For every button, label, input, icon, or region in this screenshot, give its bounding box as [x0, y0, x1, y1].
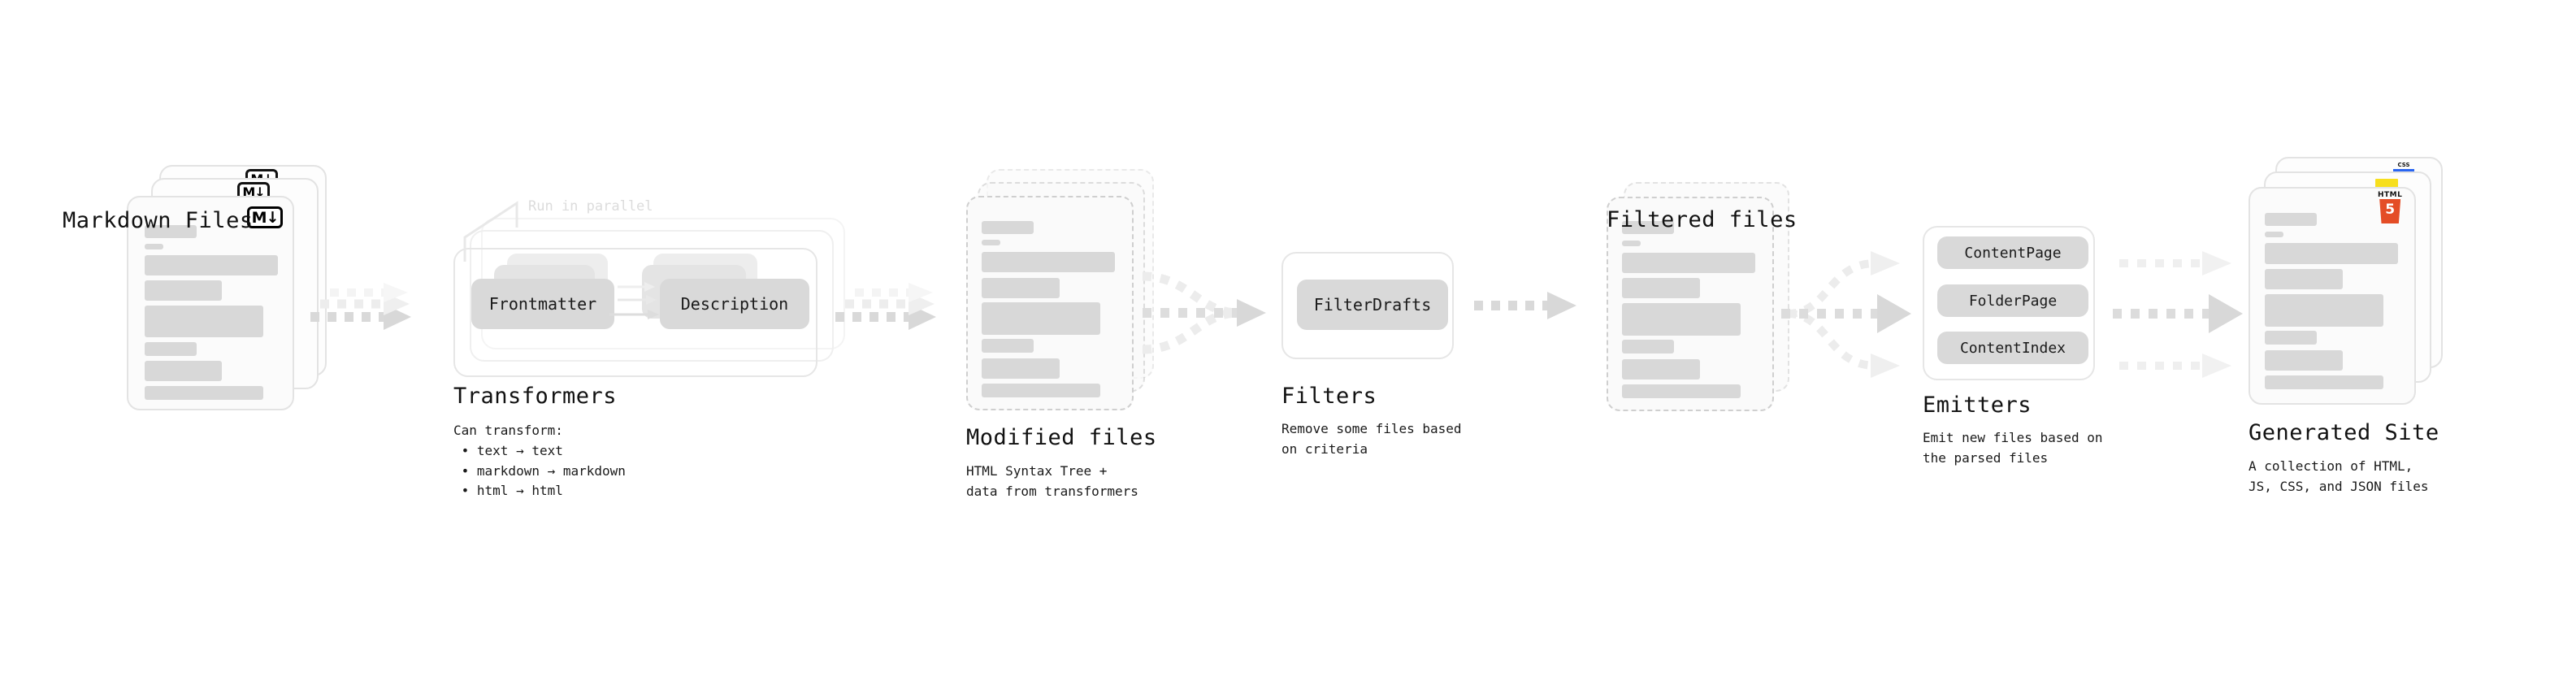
skeleton-bar [2265, 269, 2343, 289]
skeleton-bar [982, 221, 1034, 234]
stage-title-modified-files: Modified files [966, 425, 1157, 450]
skeleton-bar [1622, 359, 1700, 380]
arrow-filters-to-filtered [1474, 292, 1576, 319]
stage-subtitle-generated-site: A collection of HTML, JS, CSS, and JSON … [2249, 458, 2429, 494]
css3-badge: CSS [2393, 163, 2414, 172]
skeleton-bar [982, 358, 1060, 379]
skeleton-bar [145, 386, 263, 400]
stage-title-transformers: Transformers [453, 384, 618, 409]
skeleton-bar [1622, 253, 1755, 273]
skeleton-bar [982, 278, 1060, 298]
run-in-parallel-note: Run in parallel [528, 198, 653, 215]
skeleton-bar [982, 339, 1034, 353]
skeleton-bar [145, 361, 222, 381]
html5-label: HTML [2378, 191, 2403, 199]
chip-label: FolderPage [1968, 292, 2058, 310]
chip-label: Frontmatter [488, 294, 597, 314]
filters-panel [1281, 252, 1454, 359]
stage-subtitle-modified-files: HTML Syntax Tree + data from transformer… [966, 463, 1138, 499]
skeleton-bar [2265, 375, 2383, 389]
stage-title-filtered-files: Filtered files [1607, 207, 1798, 232]
skeleton-bar [2265, 294, 2383, 327]
stage-subtitle-filters: Remove some files based on criteria [1281, 421, 1462, 457]
skeleton-bar [1622, 340, 1674, 354]
transformers-panel-front [453, 248, 817, 377]
run-in-parallel-bracket [463, 201, 518, 262]
skeleton-bar [2265, 213, 2317, 226]
emitters-panel [1923, 226, 2095, 380]
skeleton-bar [2265, 331, 2317, 345]
skeleton-bar [145, 342, 197, 356]
stage-title-markdown-files: Markdown Files [63, 208, 254, 233]
skeleton-bar [145, 306, 263, 337]
arrow-markdown-to-transformers [310, 283, 411, 330]
arrow-emitters-to-site [2113, 251, 2243, 378]
stage-title-emitters: Emitters [1923, 393, 2032, 418]
emitters-chip-contentpage[interactable]: ContentPage [1937, 236, 2088, 269]
html5-shield: 5 [2379, 199, 2401, 223]
stage-subtitle-transformers: Can transform: • text → text • markdown … [453, 423, 626, 499]
emitters-chip-contentindex[interactable]: ContentIndex [1937, 332, 2088, 364]
skeleton-bar [2265, 350, 2343, 371]
skeleton-bar [145, 255, 278, 275]
skeleton-bar [982, 384, 1100, 397]
chip-label: ContentPage [1964, 244, 2062, 262]
transformers-panel-back-1 [470, 230, 834, 362]
chip-label: Description [680, 294, 789, 314]
chip-label: FilterDrafts [1313, 295, 1432, 314]
skeleton-bar [145, 280, 222, 301]
skeleton-bar [1622, 384, 1741, 398]
emitters-chip-folderpage[interactable]: FolderPage [1937, 284, 2088, 317]
skeleton-bar [1622, 221, 1674, 234]
skeleton-bar [2265, 232, 2283, 237]
skeleton-bar [1622, 303, 1741, 336]
skeleton-bar [145, 225, 197, 238]
html5-badge: HTML 5 [2378, 192, 2402, 223]
arrow-transformers-to-modified [835, 283, 936, 330]
skeleton-bar [982, 240, 1000, 245]
markdown-badge: M↓ [247, 206, 283, 228]
chip-label: ContentIndex [1959, 339, 2066, 357]
arrow-filtered-to-emitters [1781, 251, 1911, 378]
arrow-modified-to-filters [1142, 271, 1266, 354]
transformers-inner-arrows [609, 282, 659, 319]
stage-subtitle-emitters: Emit new files based on the parsed files [1923, 430, 2103, 466]
skeleton-bar [982, 302, 1100, 335]
css-label: CSS [2397, 162, 2410, 168]
filters-chip-filterdrafts[interactable]: FilterDrafts [1297, 280, 1448, 330]
css-bar [2393, 169, 2414, 172]
skeleton-bar [2265, 243, 2398, 264]
stage-title-filters: Filters [1281, 384, 1377, 409]
skeleton-bar [145, 244, 163, 249]
transformers-chip-description[interactable]: Description [660, 279, 809, 329]
skeleton-bar [1622, 241, 1641, 246]
stage-title-generated-site: Generated Site [2249, 420, 2439, 445]
skeleton-bar [1622, 278, 1700, 298]
skeleton-bar [982, 252, 1115, 272]
transformers-chip-frontmatter[interactable]: Frontmatter [471, 279, 614, 329]
